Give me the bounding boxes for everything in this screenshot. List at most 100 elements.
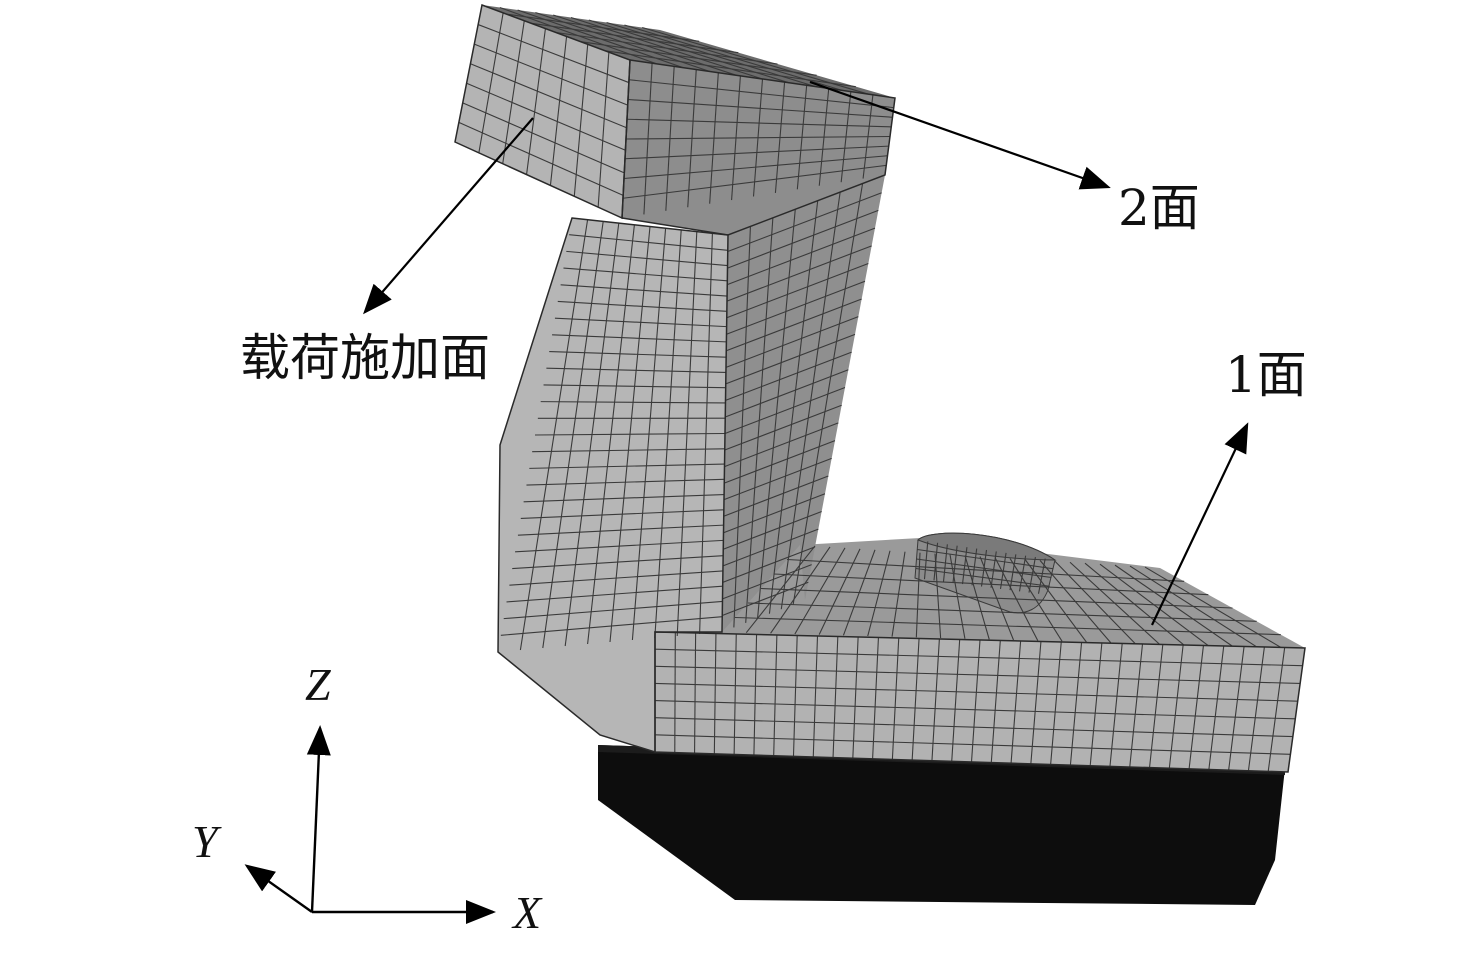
mesh-line (726, 280, 866, 335)
mesh-line (1129, 643, 1144, 768)
mesh-line (563, 267, 728, 282)
mesh-line (506, 585, 723, 603)
mesh-line (654, 665, 1301, 684)
mesh-line (534, 432, 726, 436)
mesh-line (726, 263, 869, 319)
y-axis (244, 864, 313, 913)
mesh-line (727, 227, 876, 286)
mesh-boss (915, 541, 1054, 594)
mesh-line (462, 102, 625, 174)
mesh-line (526, 28, 546, 175)
mesh-line (722, 546, 816, 583)
mesh-line (713, 633, 717, 754)
mesh-line (654, 734, 1291, 755)
mesh-line (627, 98, 893, 118)
mesh-top-block-right-face (622, 63, 894, 215)
mesh-line (523, 494, 725, 503)
mesh-line (526, 478, 725, 486)
mesh-line (474, 43, 628, 106)
outline-edges (454, 3, 1306, 773)
mesh-line (725, 351, 852, 401)
mesh-line (506, 13, 700, 42)
mesh-line (726, 245, 872, 302)
mesh-line (1010, 640, 1022, 764)
mesh-line (725, 333, 856, 385)
mesh-line (722, 564, 812, 600)
z-axis-label: Z (305, 659, 331, 710)
mesh-line (531, 22, 739, 54)
mesh-line (532, 448, 725, 453)
mesh-line (546, 367, 726, 373)
mesh-line (566, 250, 728, 267)
mesh-line (1069, 642, 1083, 766)
mesh-line (552, 334, 727, 343)
face-1-arrow (1151, 422, 1249, 626)
mesh-line (812, 635, 819, 758)
mesh-line (1188, 645, 1204, 769)
mesh-line (832, 636, 839, 758)
mesh-line (529, 463, 725, 469)
mesh-line (951, 639, 961, 762)
z-axis (306, 725, 331, 913)
mesh-line (674, 632, 676, 753)
mesh-line (723, 457, 832, 501)
mesh-line (970, 639, 981, 763)
mesh-line (597, 52, 610, 208)
mesh-line (726, 298, 862, 352)
mesh-line (915, 567, 1050, 587)
mesh-line (622, 164, 887, 199)
mesh-line (540, 401, 726, 404)
mesh-top-block-load-face (458, 12, 630, 208)
mesh-line (626, 118, 892, 128)
mesh-line (515, 539, 724, 553)
mesh-line (722, 581, 809, 616)
mesh-line (1228, 646, 1245, 771)
mesh-line (724, 386, 846, 435)
mesh-line (477, 24, 630, 84)
mesh-line (724, 422, 839, 468)
mesh-line (727, 192, 882, 253)
load-face-arrow (363, 117, 534, 315)
mesh-line (654, 648, 1303, 667)
mesh-line (723, 475, 829, 517)
mesh-line (654, 717, 1293, 738)
mesh-line (625, 135, 891, 140)
mesh-line (773, 634, 778, 756)
mesh-line (543, 384, 726, 389)
mesh-line (1030, 641, 1042, 764)
mesh-line (872, 637, 879, 759)
mesh-line (725, 316, 859, 368)
mesh-line (654, 700, 1296, 720)
mesh-line (1208, 645, 1225, 770)
mesh-line (654, 682, 1298, 702)
mesh-line (792, 635, 798, 757)
mesh-line (1050, 641, 1062, 765)
mesh-line (733, 633, 737, 755)
mesh-line (724, 440, 836, 484)
leader-arrows (363, 80, 1249, 626)
mesh-line (1109, 643, 1123, 767)
face-2-label: 2面 (1118, 179, 1200, 237)
coordinate-axes (244, 725, 496, 924)
mesh-line (786, 558, 1185, 582)
mesh-line (503, 600, 723, 620)
mesh-line (916, 558, 1052, 579)
mesh-line (723, 493, 826, 534)
mesh-line (753, 634, 758, 756)
mesh-line (520, 509, 724, 520)
mesh-line (931, 638, 940, 761)
mesh-line (478, 12, 504, 153)
mesh-line (725, 369, 849, 418)
mesh-line (747, 602, 1257, 622)
mesh-line (1247, 646, 1265, 771)
mesh-line (580, 41, 817, 76)
plate-front-face (655, 632, 1305, 772)
mesh-top-block-top-face (499, 6, 869, 95)
mesh-line (1148, 644, 1164, 768)
y-axis-label: Y (192, 816, 222, 867)
mesh-column-right-face (722, 183, 882, 628)
face-1-label: 1面 (1225, 346, 1307, 404)
mesh-line (549, 36, 568, 186)
load-face-label: 载荷施加面 (240, 329, 490, 387)
